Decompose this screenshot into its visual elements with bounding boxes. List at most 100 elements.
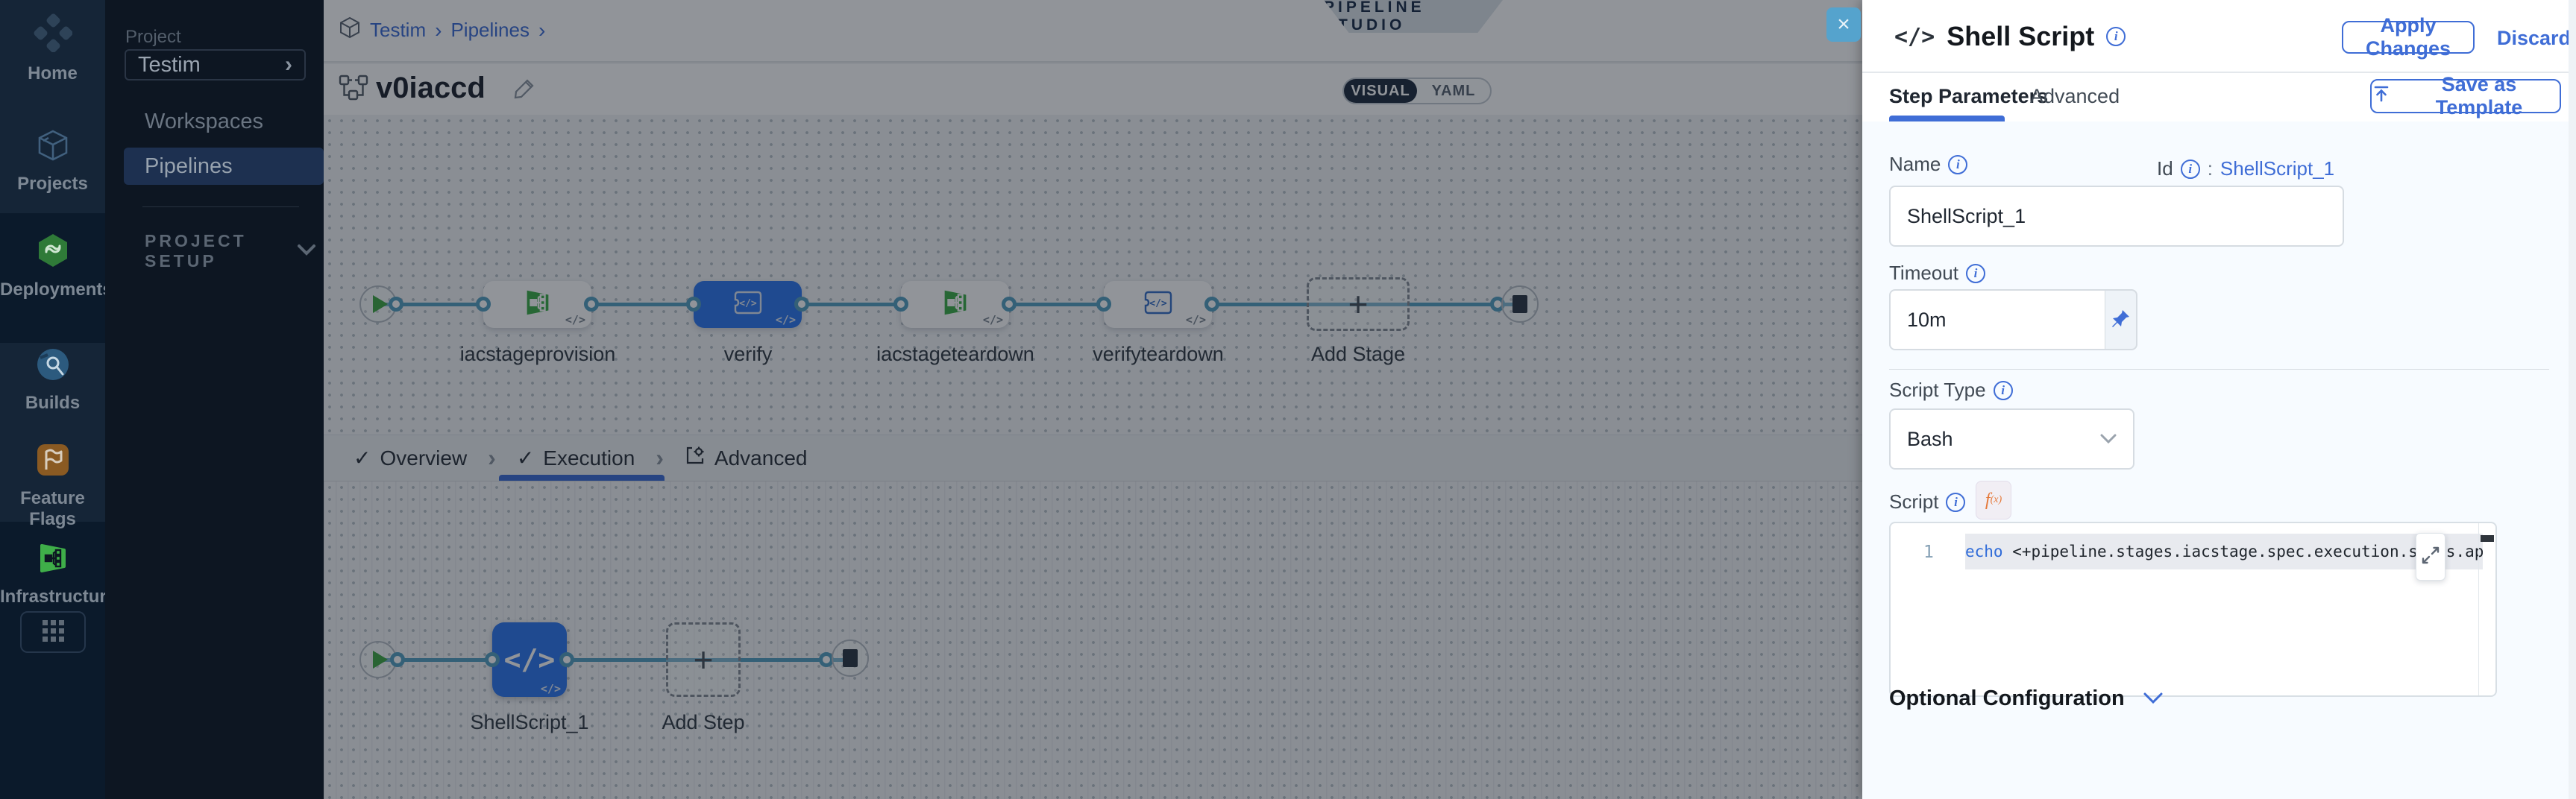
all-modules-button[interactable] [20,611,86,653]
stage-graph-canvas [324,115,1862,435]
sidebar-item-label: Builds [25,393,81,413]
stage-node-verify[interactable]: </> </> [694,281,802,328]
play-icon [373,295,388,313]
feature-flags-icon [0,443,105,481]
stage-label: verify [723,343,773,365]
chevron-down-icon [2100,429,2117,449]
stage-port [686,297,701,312]
drawer-title: Shell Script [1947,21,2095,51]
grid-icon [40,617,66,648]
stage-node-iacstageprovision[interactable]: </> [483,281,591,328]
discard-button[interactable]: Discard [2497,27,2572,49]
stage-port [476,297,491,312]
script-type-value: Bash [1907,427,1953,450]
optional-configuration-section[interactable]: Optional Configuration [1889,686,2164,711]
pin-icon [2111,309,2131,332]
info-icon: i [2106,27,2126,46]
sidebar-item-builds[interactable]: Builds [0,347,105,414]
cube-icon [339,16,361,44]
project-name: Testim [138,52,201,77]
project-selector[interactable]: Testim › [125,49,306,80]
stage-port [584,297,599,312]
add-step-button[interactable]: + [666,622,741,697]
title-bar: v0iaccd VISUAL YAML [324,64,1862,115]
visual-yaml-toggle[interactable]: VISUAL YAML [1342,78,1492,104]
check-icon: ✓ [516,446,535,470]
id-label: Id [2157,157,2173,180]
apply-changes-button[interactable]: Apply Changes [2342,14,2475,60]
harness-logo-icon [0,13,105,56]
add-stage-button[interactable]: + [1307,277,1410,331]
expand-editor-button[interactable] [2416,533,2445,581]
stage-port [1096,297,1111,312]
timeout-input[interactable] [1889,289,2107,350]
tab-advanced[interactable]: Advanced [2030,85,2120,107]
close-drawer-button[interactable]: × [1826,7,1861,42]
drawer-scrollbar[interactable] [2569,0,2576,799]
tab-advanced[interactable]: Advanced [685,435,807,481]
project-setup-section[interactable]: PROJECT SETUP [145,231,316,271]
script-code-editor[interactable]: 1 echo <+pipeline.stages.iacstage.spec.e… [1889,522,2497,697]
sidebar-item-deployments[interactable]: Deployments [0,233,113,300]
sidebar-item-projects[interactable]: Projects [0,128,105,195]
infrastructures-icon [0,541,105,579]
line-number: 1 [1923,543,1934,562]
drawer-tabs: Step Parameters Advanced Save as Templat… [1862,73,2576,121]
stage-code-badge: </> [775,313,796,326]
breadcrumb-link-project[interactable]: Testim [370,19,427,41]
execution-graph-canvas [324,481,1862,799]
tab-step-parameters[interactable]: Step Parameters [1889,85,2049,107]
fx-expression-badge[interactable]: f(x) [1976,481,2011,519]
shell-script-icon: </> [1894,23,1935,50]
svg-text:</>: </> [739,298,757,309]
step-id-row: Id i : ShellScript_1 [2157,157,2335,180]
execution-port [485,652,500,667]
toggle-visual[interactable]: VISUAL [1344,79,1417,103]
step-code-badge: </> [540,682,561,695]
editor-scrollbar-thumb[interactable] [2481,535,2494,542]
add-stage-label: Add Stage [1310,343,1406,365]
code-line: echo <+pipeline.stages.iacstage.spec.exe… [1965,534,2483,569]
info-icon: i [1965,263,1985,283]
tab-execution[interactable]: ✓ Execution [498,435,665,481]
step-label: ShellScript_1 [470,711,589,733]
chevron-down-icon [2143,687,2164,710]
stage-port [1204,297,1219,312]
breadcrumb-link-pipelines[interactable]: Pipelines [450,19,530,41]
stage-code-badge: </> [982,313,1003,326]
sidebar-item-infrastructures[interactable]: Infrastructures [0,541,126,607]
check-icon: ✓ [354,446,371,470]
sidebar-item-home[interactable]: Home [0,13,105,84]
step-node-shellscript[interactable]: </> </> [492,622,567,697]
stage-node-iacstageteardown[interactable]: </> [901,281,1009,328]
tab-overview[interactable]: ✓ Overview [354,435,467,481]
stage-code-badge: </> [565,313,585,326]
name-input[interactable] [1889,186,2344,247]
breadcrumb-separator: › [538,18,546,42]
stage-label: iacstageteardown [876,343,1034,365]
expand-icon [2421,546,2440,569]
script-type-select[interactable]: Bash [1889,408,2134,470]
sidebar-item-pipelines[interactable]: Pipelines [124,148,324,185]
advanced-gear-icon [685,445,706,471]
info-icon: i [1948,154,1968,174]
save-as-template-button[interactable]: Save as Template [2370,73,2561,119]
stage-label: iacstageprovision [459,343,616,365]
sidebar-item-feature-flags[interactable]: Feature Flags [0,443,105,530]
pipeline-studio-main: Testim › Pipelines › PIPELINE STUDIO v0i… [324,0,1862,799]
sidebar-item-label: Home [28,63,78,83]
toggle-yaml[interactable]: YAML [1431,82,1476,99]
stage-node-verifyteardown[interactable]: </> </> [1104,281,1212,328]
pipeline-title: v0iaccd [376,72,486,104]
section-divider [1889,369,2549,370]
step-id-value[interactable]: ShellScript_1 [2220,157,2335,180]
fixed-value-pin-button[interactable] [2105,289,2137,350]
sidebar-item-workspaces[interactable]: Workspaces [124,103,324,140]
edit-pencil-icon[interactable] [512,76,537,105]
stage-port [794,297,809,312]
optional-configuration-label: Optional Configuration [1889,686,2125,710]
